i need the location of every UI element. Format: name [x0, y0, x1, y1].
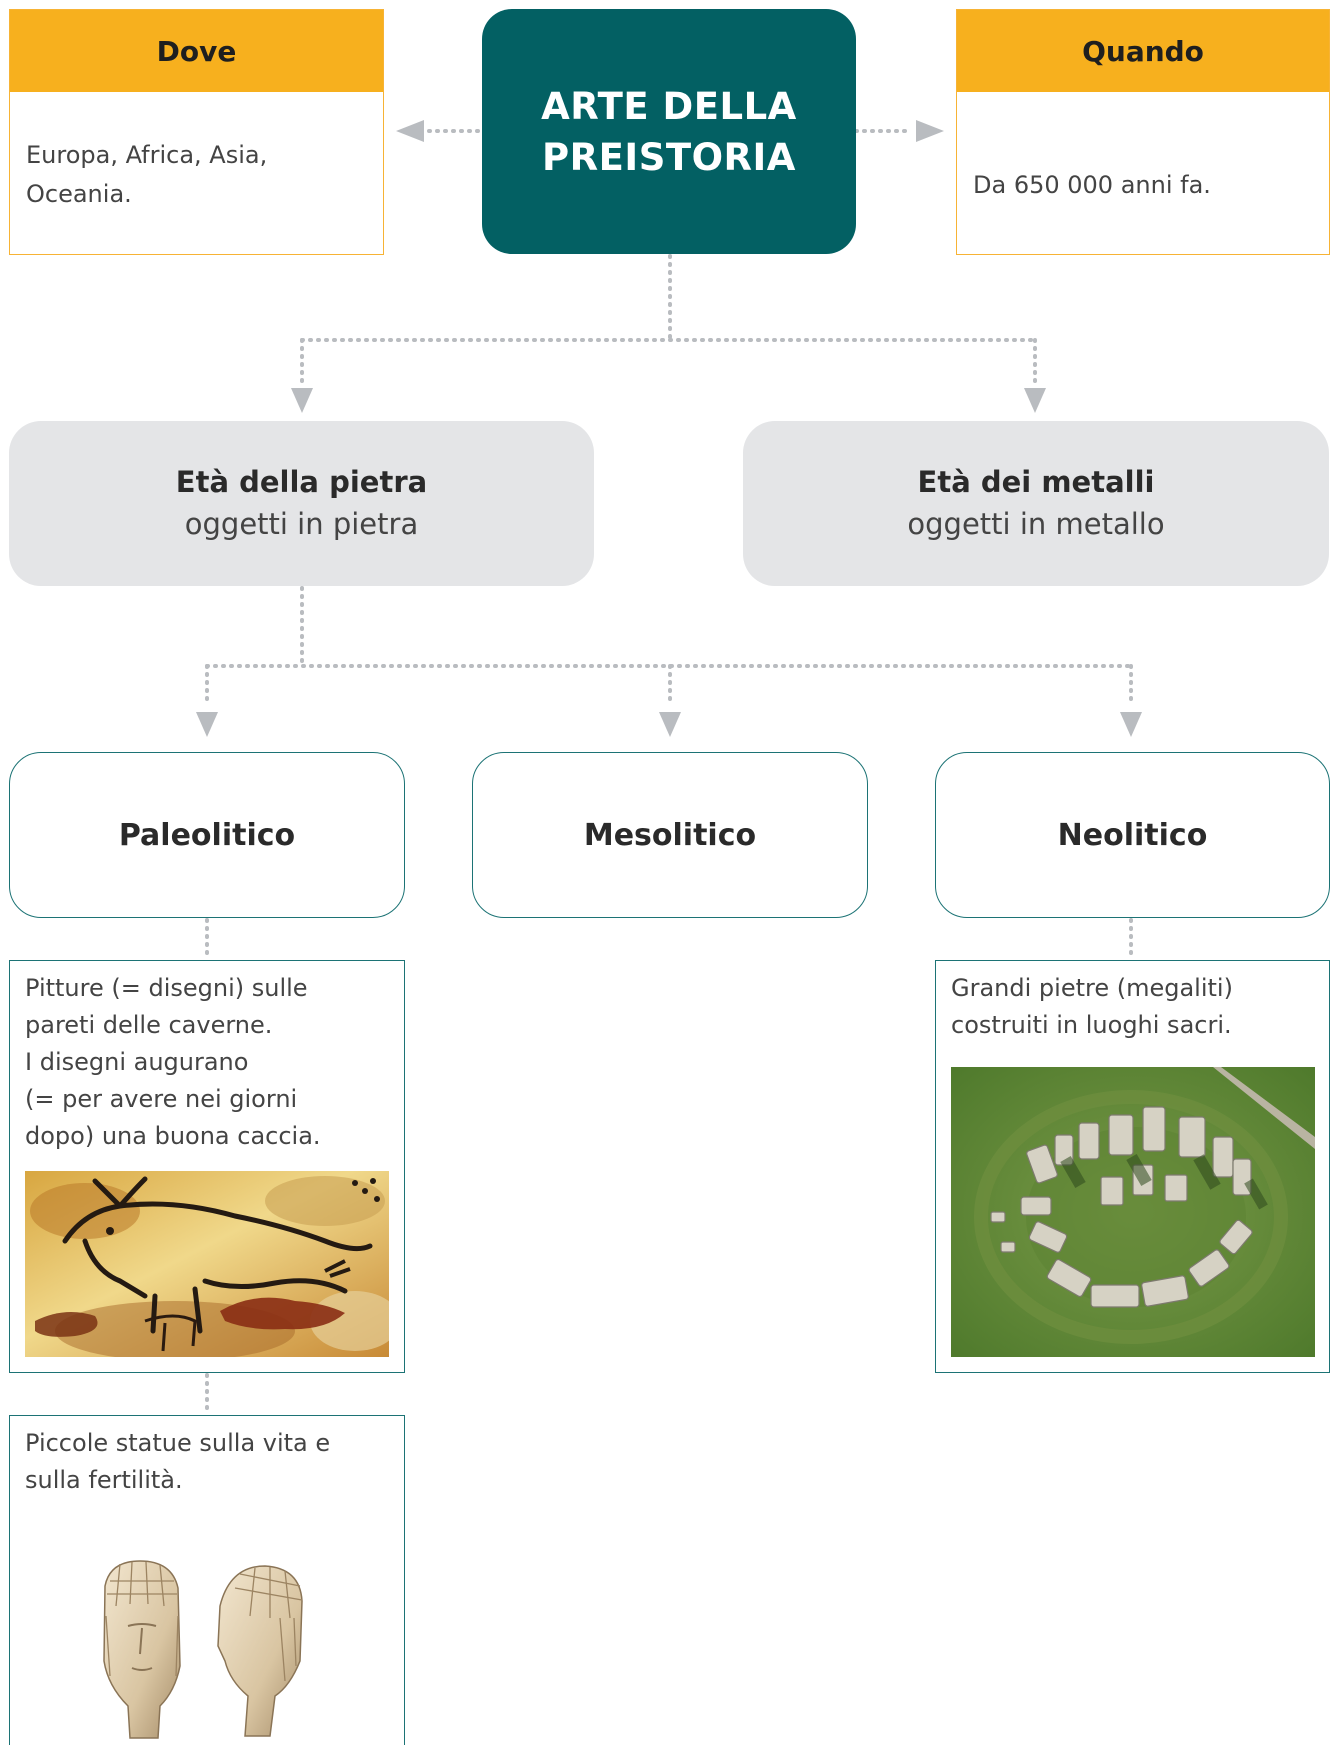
era-pietra-title: Età della pietra [175, 464, 428, 499]
era-metalli-title: Età dei metalli [917, 464, 1155, 499]
main-title: ARTE DELLA PREISTORIA [482, 9, 856, 254]
megaliti-line: costruiti in luoghi sacri. [951, 1011, 1232, 1039]
megaliti-text: Grandi pietre (megaliti) costruiti in lu… [951, 970, 1321, 1044]
pitture-line: (= per avere nei giorni [25, 1085, 298, 1113]
period-paleolitico: Paleolitico [9, 752, 405, 918]
pitture-line: pareti delle caverne. [25, 1011, 273, 1039]
title-line-2: PREISTORIA [542, 135, 796, 179]
paleolitico-statue-box: Piccole statue sulla vita e sulla fertil… [9, 1415, 405, 1745]
quando-box: Quando Da 650 000 anni fa. [956, 9, 1330, 255]
paleolitico-pitture-box: Pitture (= disegni) sulle pareti delle c… [9, 960, 405, 1373]
megaliti-line: Grandi pietre (megaliti) [951, 974, 1233, 1002]
dove-text: Europa, Africa, Asia, Oceania. [26, 141, 268, 208]
statue-line: Piccole statue sulla vita e [25, 1429, 331, 1457]
venus-figurine-image [80, 1556, 330, 1741]
period-paleolitico-label: Paleolitico [118, 817, 296, 853]
stonehenge-image [951, 1067, 1315, 1357]
pitture-text: Pitture (= disegni) sulle pareti delle c… [25, 970, 396, 1155]
era-metalli-subtitle: oggetti in metallo [907, 506, 1165, 541]
cave-painting-image [25, 1171, 389, 1357]
pitture-line: dopo) una buona caccia. [25, 1122, 321, 1150]
period-mesolitico: Mesolitico [472, 752, 868, 918]
pitture-line: Pitture (= disegni) sulle [25, 974, 308, 1002]
title-line-1: ARTE DELLA [541, 84, 797, 128]
statue-line: sulla fertilità. [25, 1466, 183, 1494]
statue-text: Piccole statue sulla vita e sulla fertil… [25, 1425, 396, 1499]
period-neolitico-label: Neolitico [1057, 817, 1208, 853]
period-mesolitico-label: Mesolitico [583, 817, 757, 853]
neolitico-megaliti-box: Grandi pietre (megaliti) costruiti in lu… [935, 960, 1330, 1373]
era-pietra-subtitle: oggetti in pietra [184, 506, 419, 541]
dove-header: Dove [10, 10, 383, 92]
dove-box: Dove Europa, Africa, Asia, Oceania. [9, 9, 384, 255]
pitture-line: I disegni augurano [25, 1048, 249, 1076]
period-neolitico: Neolitico [935, 752, 1330, 918]
quando-text: Da 650 000 anni fa. [973, 171, 1211, 199]
era-metalli-box: Età dei metalli oggetti in metallo [743, 421, 1329, 586]
quando-header: Quando [957, 10, 1329, 92]
era-pietra-box: Età della pietra oggetti in pietra [9, 421, 594, 586]
